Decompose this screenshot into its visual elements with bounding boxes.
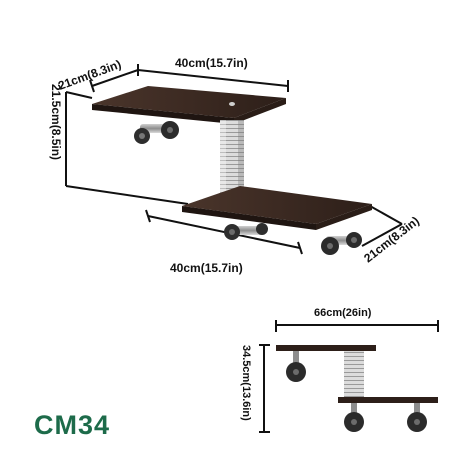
top-depth-label: 21cm(8.3in) [56,57,123,93]
upper-shelf [92,86,286,124]
front-column [344,351,364,397]
bottom-width-label: 40cm(15.7in) [170,261,243,275]
front-dimension-lines [259,320,439,433]
height-label: 21.5cm(8.5in) [49,84,63,160]
top-width-label: 40cm(15.7in) [175,56,248,70]
front-height-label: 34.5cm(13.6in) [240,345,252,421]
shelf-3d-view: 21cm(8.3in) 40cm(15.7in) 21.5cm(8.5in) 4… [49,56,422,275]
bottom-depth-label: 21cm(8.3in) [361,214,422,266]
front-width-label: 66cm(26in) [314,307,372,319]
shelf-front-view: 66cm(26in) 34.5cm(13.6in) [240,307,439,433]
product-code: CM34 [34,410,111,440]
upper-pipe-fitting [134,121,179,144]
front-upper-plank [276,345,376,351]
lower-pipe-fittings [224,223,362,255]
front-lower-plank [338,397,438,403]
lower-shelf [182,186,372,230]
front-lower-fittings [344,403,427,432]
front-upper-fitting [286,351,306,382]
